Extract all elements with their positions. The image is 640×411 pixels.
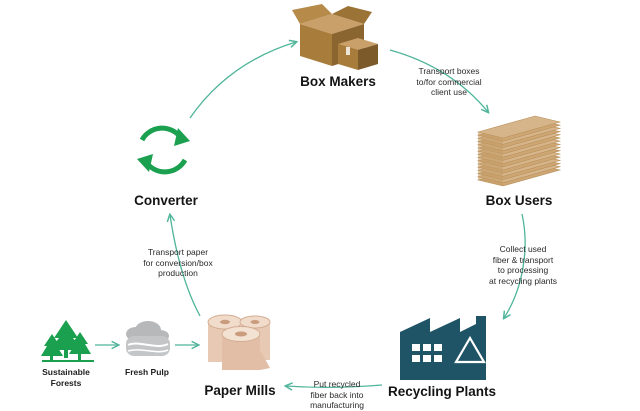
node-label-paper-mills: Paper Mills — [204, 383, 276, 398]
recycling-plant-icon — [400, 316, 486, 380]
arrow-users-to-recycling — [504, 213, 526, 318]
arrow-recycling-to-mills — [286, 385, 383, 387]
fresh-pulp-icon — [126, 321, 170, 356]
node-label-recycling-plants: Recycling Plants — [387, 384, 497, 399]
node-label-box-makers: Box Makers — [300, 74, 376, 89]
arrow-mills-to-converter — [170, 215, 201, 317]
paper-rolls-icon — [207, 314, 271, 370]
node-label-box-users: Box Users — [485, 193, 553, 208]
arrow-makers-to-users — [389, 49, 488, 112]
arrow-converter-to-makers — [189, 42, 296, 119]
node-label-converter: Converter — [134, 193, 198, 208]
flow-arrows — [95, 42, 526, 387]
forest-icon — [41, 320, 94, 362]
converter-cycle-icon — [137, 125, 190, 175]
box-stack-icon — [292, 4, 378, 70]
node-label-fresh-pulp: Fresh Pulp — [125, 367, 169, 377]
cardboard-stack-icon — [476, 115, 562, 187]
